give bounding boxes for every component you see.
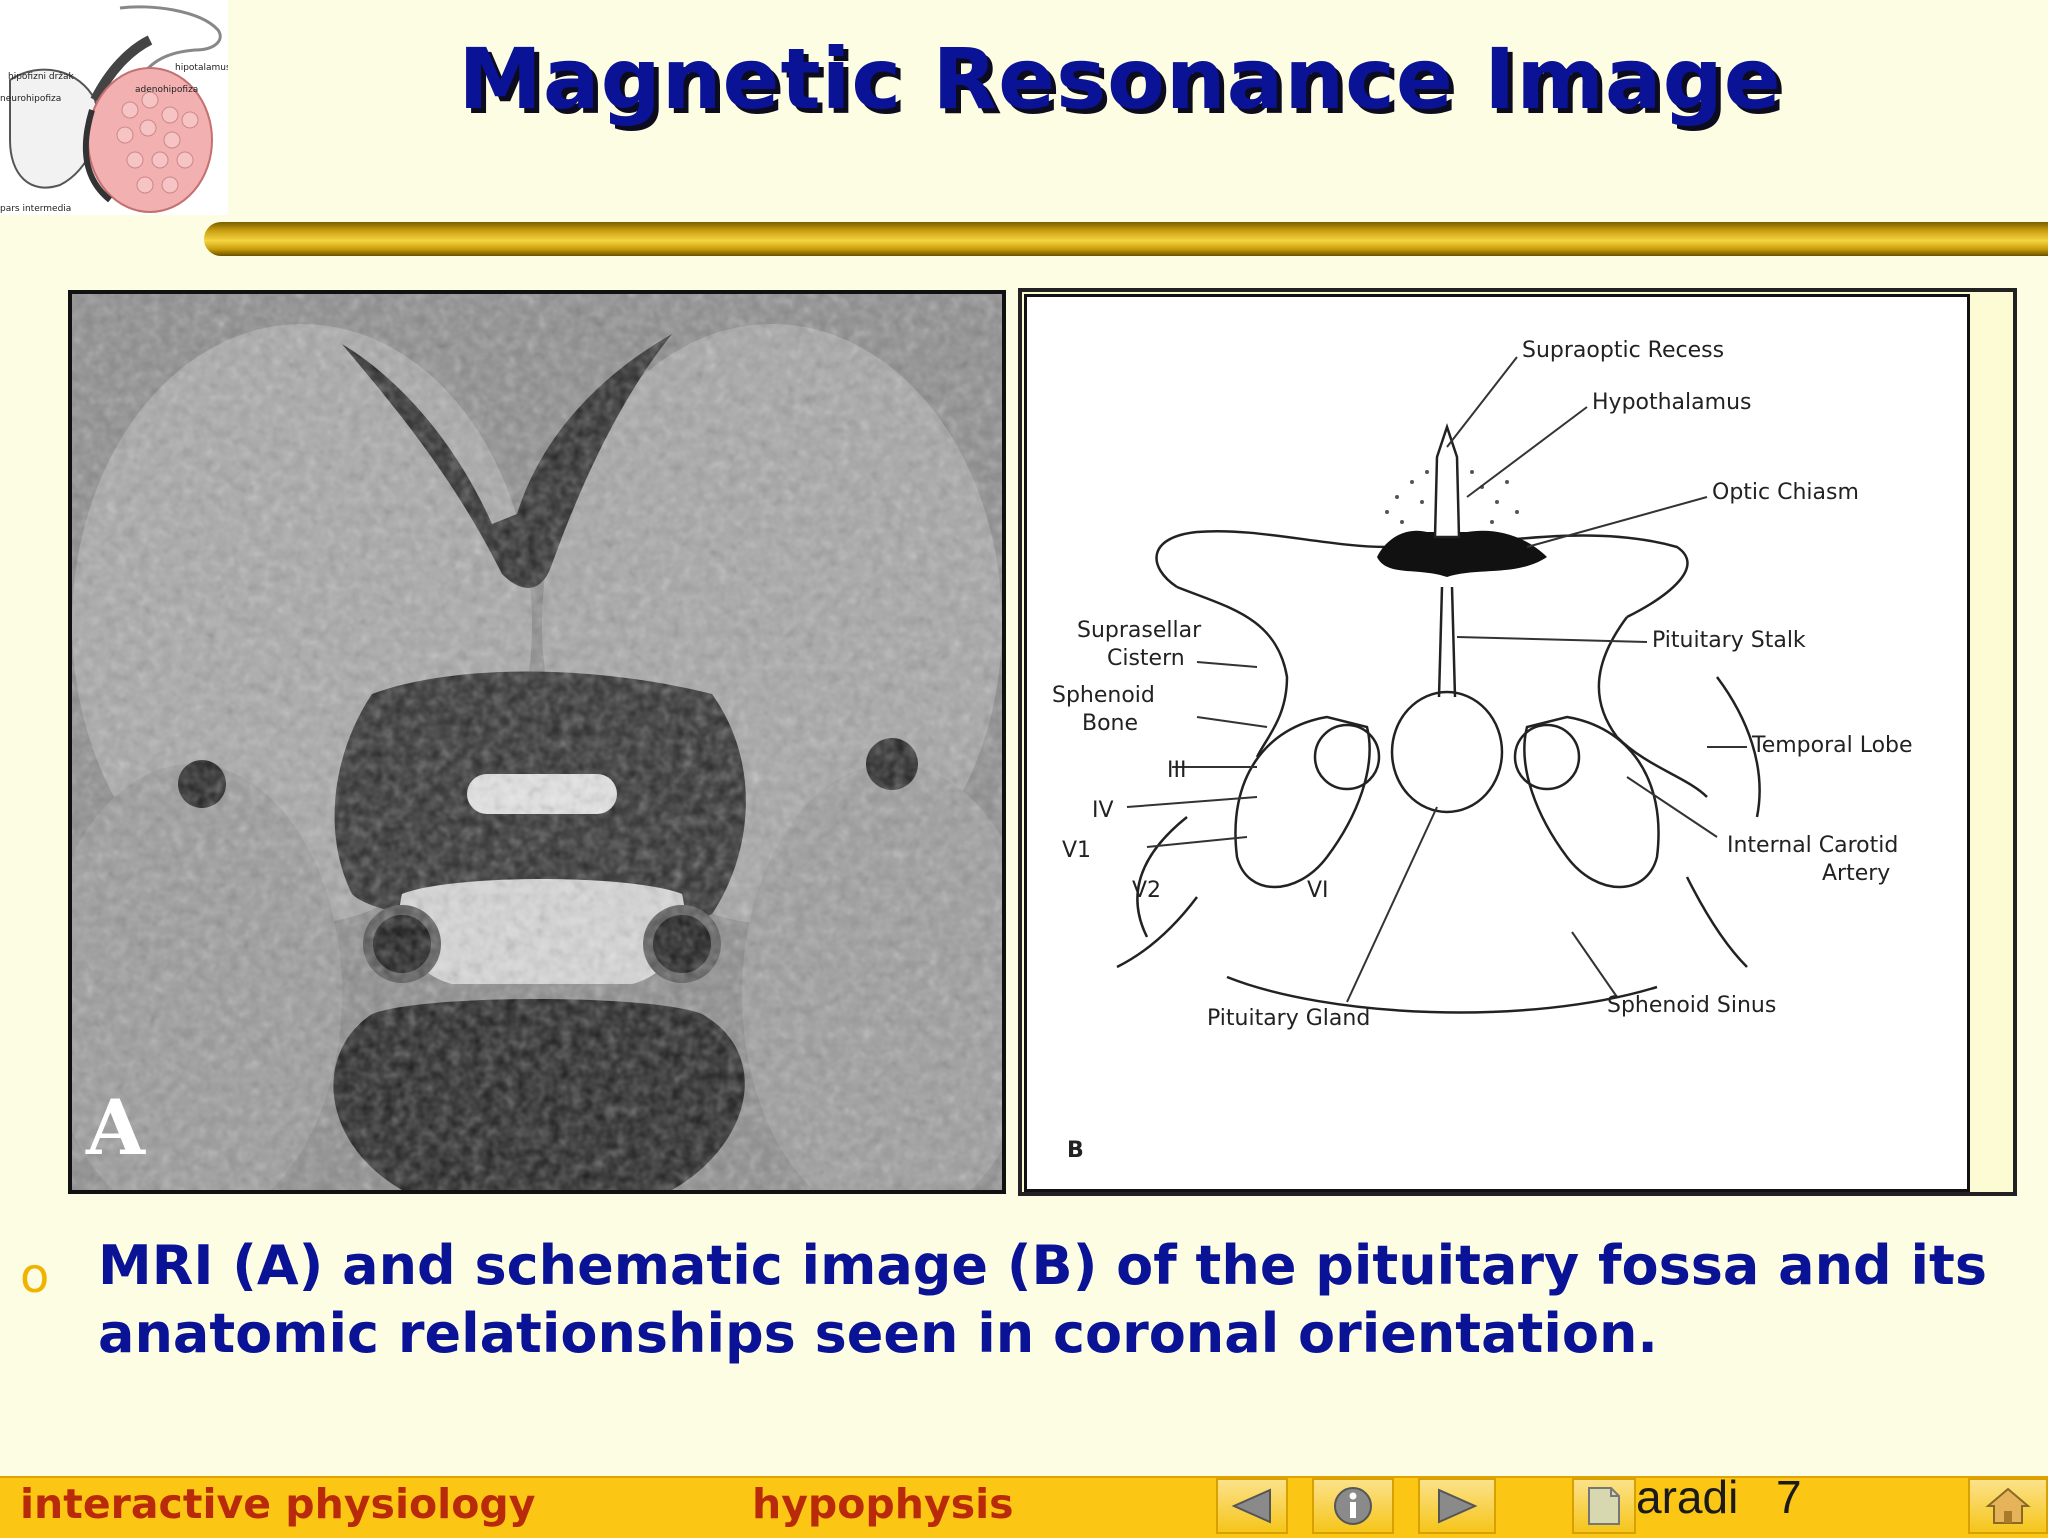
prev-arrow-icon <box>1231 1488 1271 1524</box>
label-sphenoid-bone: Sphenoid <box>1052 683 1155 708</box>
label-pituitary-stalk: Pituitary Stalk <box>1652 628 1806 653</box>
label-suprasellar-cistern: Suprasellar <box>1077 618 1202 643</box>
label-optic-chiasm: Optic Chiasm <box>1712 480 1859 505</box>
label-nerve-iii: III <box>1167 758 1186 783</box>
label-internal-carotid: Internal Carotid <box>1727 833 1898 858</box>
logo-label: hipofizni držak <box>8 72 75 82</box>
footer-author: aradi <box>1636 1471 1739 1523</box>
logo-label: adenohipofiza <box>135 85 198 95</box>
label-nerve-vi: VI <box>1307 878 1329 903</box>
schematic-image-panel: Supraoptic Recess Hypothalamus Optic Chi… <box>1024 294 1970 1192</box>
label-nerve-v2: V2 <box>1132 878 1161 903</box>
label-sphenoid-bone-2: Bone <box>1082 711 1138 736</box>
home-icon <box>1985 1487 2031 1524</box>
label-internal-carotid-2: Artery <box>1822 861 1890 886</box>
title-underline-bar <box>204 222 2048 256</box>
page-number: 7 <box>1776 1471 1802 1523</box>
info-icon <box>1334 1487 1372 1525</box>
info-button[interactable] <box>1312 1478 1394 1534</box>
footer-topic-link[interactable]: hypophysis <box>752 1480 1014 1528</box>
prev-slide-button[interactable] <box>1216 1478 1288 1534</box>
document-icon <box>1588 1487 1620 1525</box>
slide-caption: MRI (A) and schematic image (B) of the p… <box>98 1234 1987 1365</box>
mri-image-panel: A <box>68 290 1006 1194</box>
document-button[interactable] <box>1572 1478 1636 1534</box>
panel-a-letter: A <box>85 1083 146 1172</box>
logo-label: hipotalamus <box>175 63 228 73</box>
next-slide-button[interactable] <box>1418 1478 1496 1534</box>
label-suprasellar-cistern-2: Cistern <box>1107 646 1185 671</box>
label-pituitary-gland: Pituitary Gland <box>1207 1006 1370 1031</box>
page-title: Magnetic Resonance Image <box>458 30 1782 128</box>
next-arrow-icon <box>1438 1488 1478 1524</box>
label-hypothalamus: Hypothalamus <box>1592 390 1751 415</box>
home-button[interactable] <box>1968 1478 2048 1534</box>
footer-course-link[interactable]: interactive physiology <box>20 1480 536 1528</box>
logo-label: neurohipofiza <box>0 94 61 104</box>
panel-b-letter: B <box>1067 1138 1084 1163</box>
caption-bullet: o <box>20 1248 50 1304</box>
logo-label: pars intermedia <box>0 204 71 214</box>
label-supraoptic-recess: Supraoptic Recess <box>1522 338 1724 363</box>
label-nerve-v1: V1 <box>1062 838 1091 863</box>
label-sphenoid-sinus: Sphenoid Sinus <box>1607 993 1776 1018</box>
logo-pituitary-illustration: hipotalamus hipofizni držak adenohipofiz… <box>0 0 231 215</box>
label-temporal-lobe: Temporal Lobe <box>1751 733 1913 758</box>
label-nerve-iv: IV <box>1092 798 1114 823</box>
footer-bar <box>0 1476 2048 1538</box>
